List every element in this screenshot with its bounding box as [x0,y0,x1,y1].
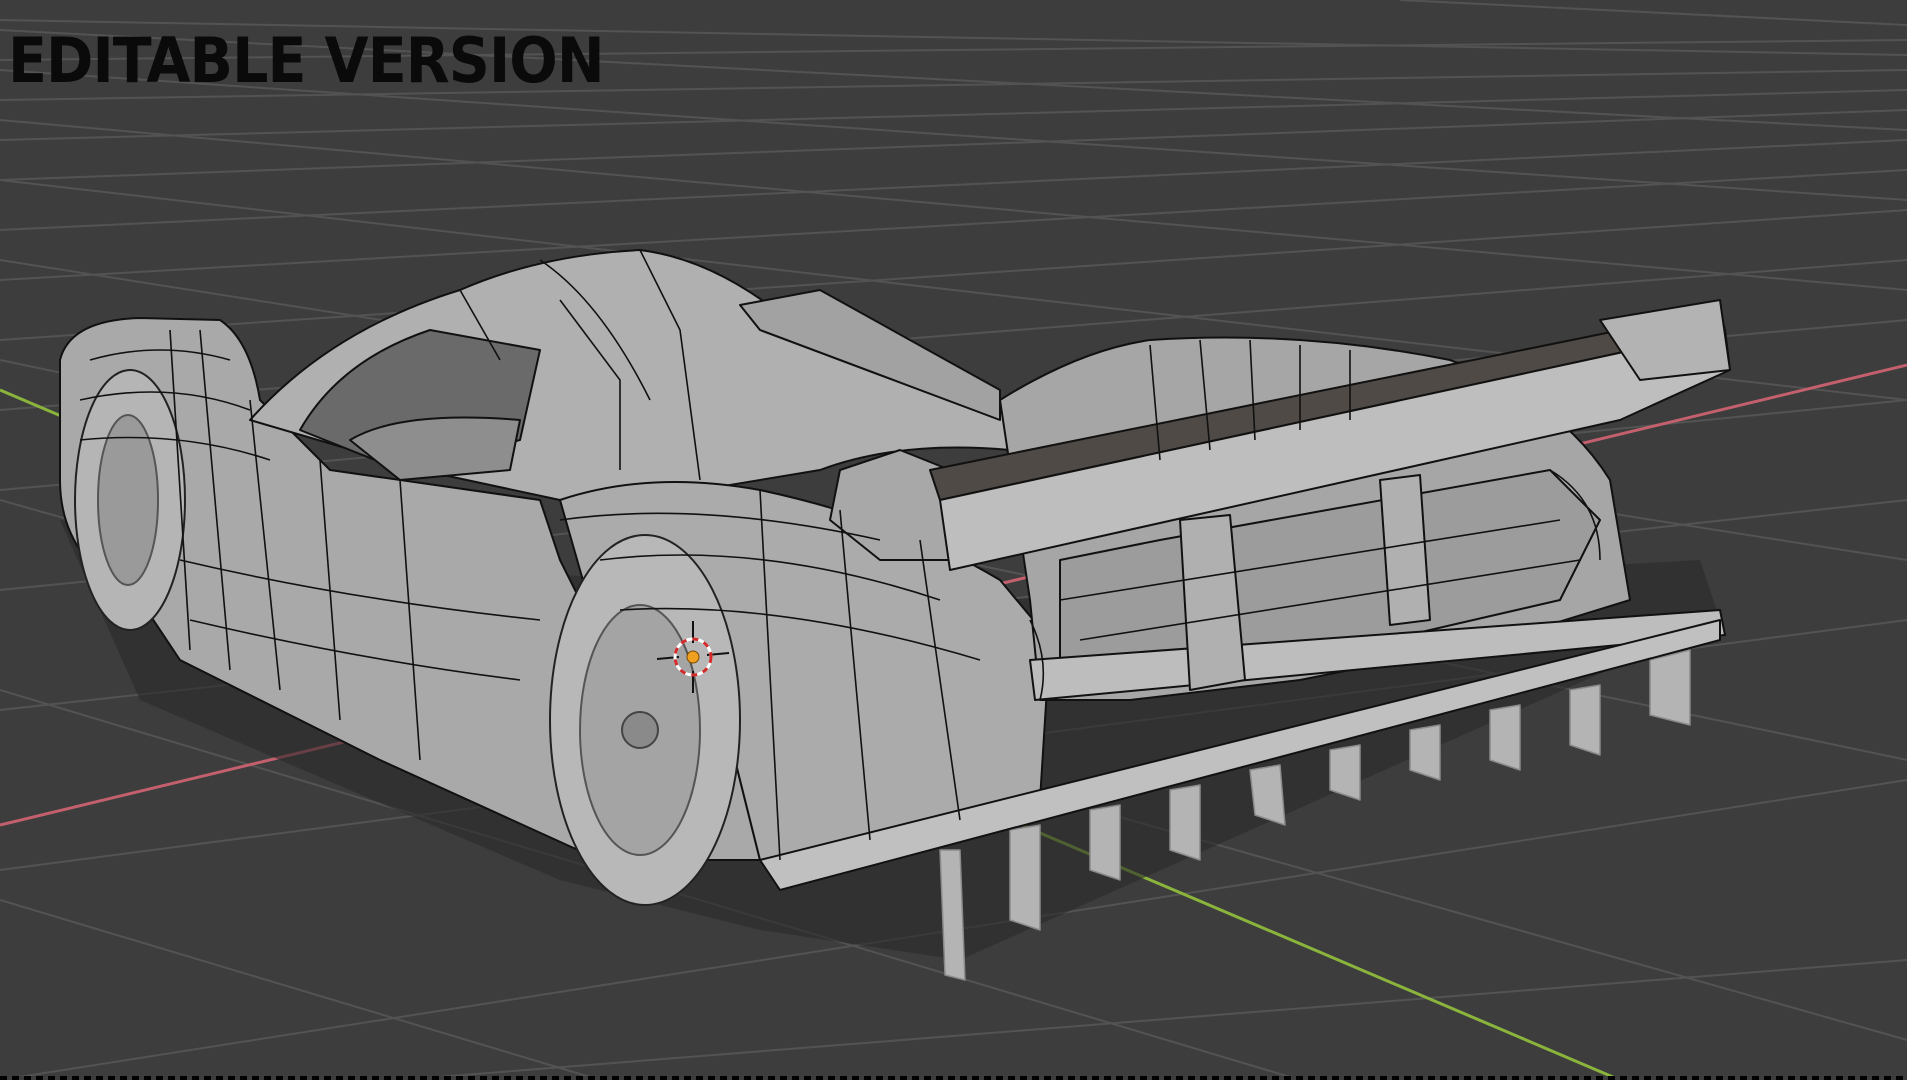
race-car-model[interactable] [59,249,1731,981]
mesh-wireframe [79,249,1601,861]
3d-cursor-icon[interactable] [653,617,733,697]
viewport-bottom-border [0,1076,1907,1080]
overlay-title-text: EDITABLE VERSION [8,24,605,97]
